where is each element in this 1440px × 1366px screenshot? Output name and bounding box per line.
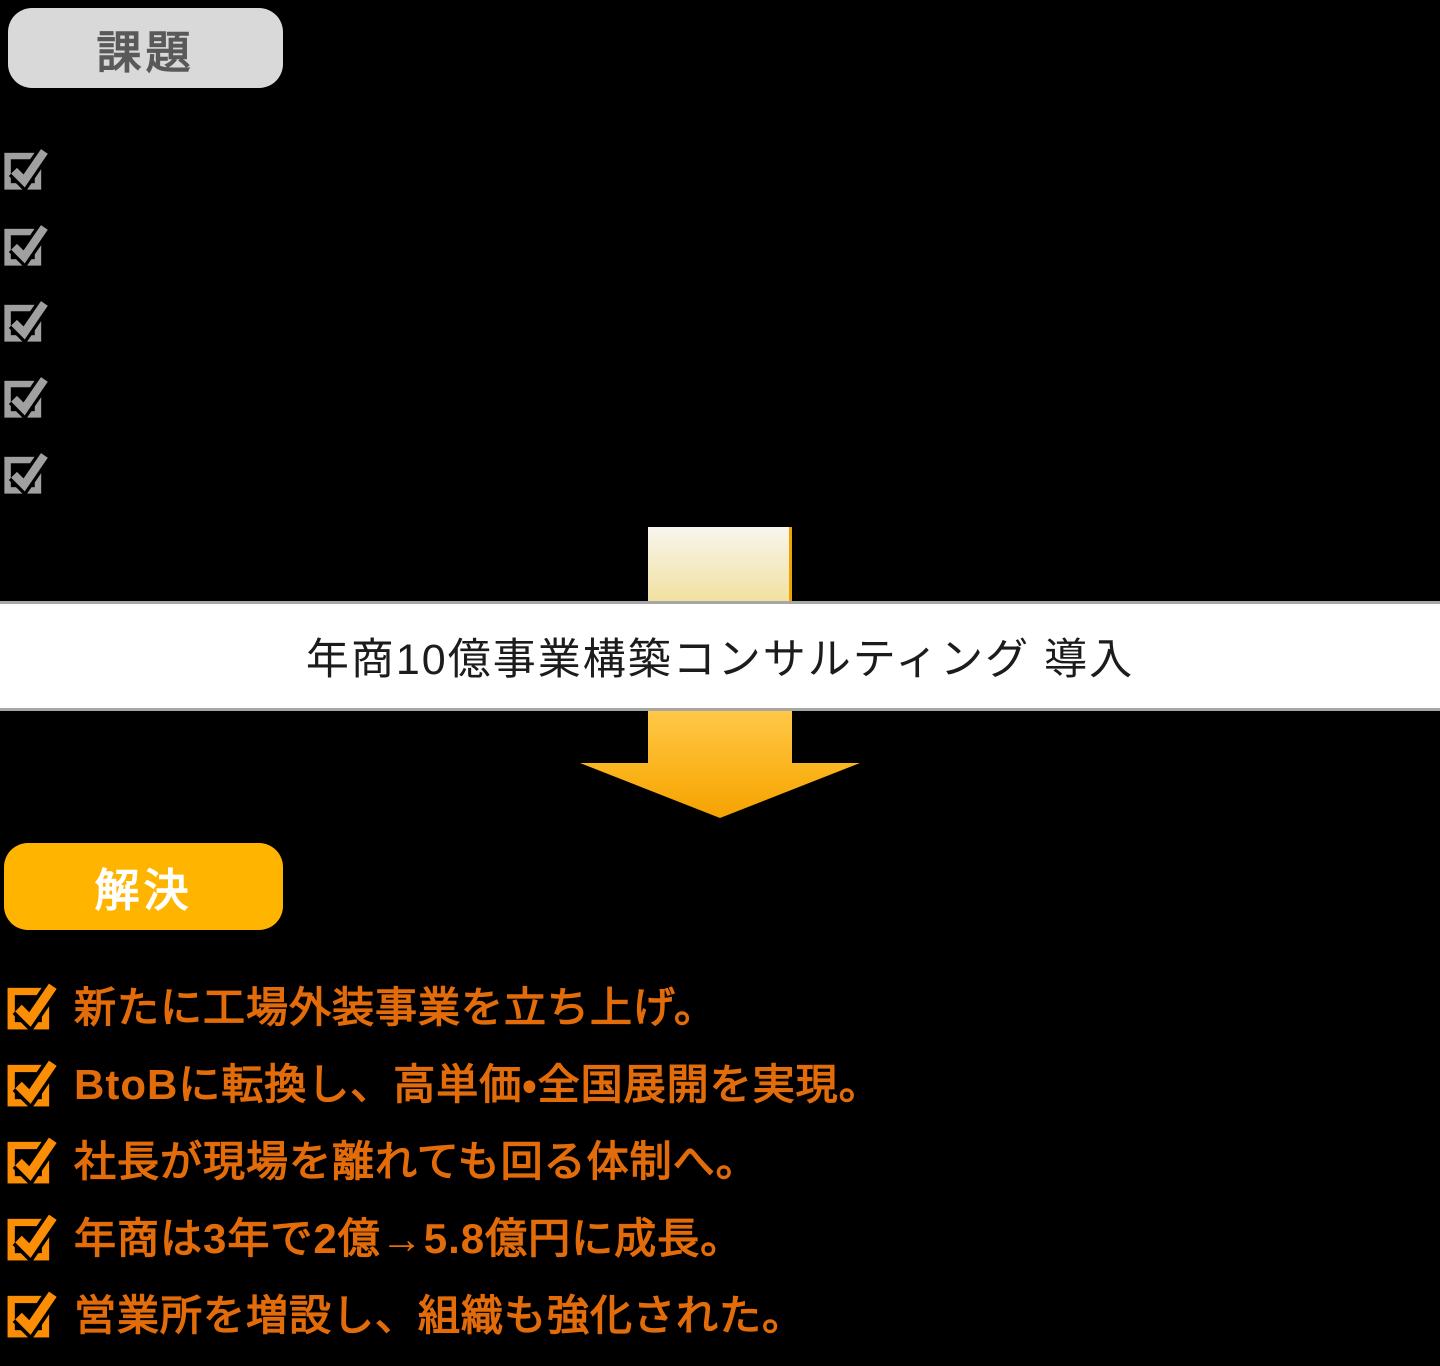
solution-item-text: BtoBに転換し、高単価・全国展開を実現。 bbox=[74, 1061, 882, 1108]
solution-badge: 解決 bbox=[4, 843, 283, 930]
solution-checklist: 新たに工場外装事業を立ち上げ。 BtoBに転換し、高単価・全国展開を実現。 社長… bbox=[6, 966, 882, 1351]
problem-list-item bbox=[3, 206, 49, 282]
solution-list-item: 社長が現場を離れても回る体制へ。 bbox=[6, 1120, 882, 1197]
down-arrow-upper-shaft bbox=[648, 527, 792, 601]
checkbox-checked-icon bbox=[7, 1212, 58, 1264]
solution-item-text: 新たに工場外装事業を立ち上げ。 bbox=[74, 984, 717, 1031]
solution-item-text: 社長が現場を離れても回る体制へ。 bbox=[74, 1138, 759, 1185]
solution-item-text: 営業所を増設し、組織も強化された。 bbox=[74, 1292, 806, 1339]
down-arrow-head bbox=[580, 711, 860, 818]
checkbox-checked-icon bbox=[4, 375, 49, 421]
checkbox-checked-icon bbox=[4, 299, 49, 345]
problem-badge: 課題 bbox=[8, 8, 283, 88]
checkbox-checked-icon bbox=[7, 981, 58, 1033]
checkbox-checked-icon bbox=[7, 1289, 58, 1341]
checkbox-checked-icon bbox=[4, 223, 49, 269]
checkbox-checked-icon bbox=[4, 451, 49, 497]
solution-list-item: 年商は3年で2億→5.8億円に成長。 bbox=[6, 1197, 882, 1274]
problem-list-item bbox=[3, 434, 49, 510]
problem-list-item bbox=[3, 130, 49, 206]
problem-list-item bbox=[3, 358, 49, 434]
solution-badge-label: 解決 bbox=[94, 865, 193, 916]
solution-item-text: 年商は3年で2億→5.8億円に成長。 bbox=[74, 1215, 744, 1262]
problem-list-item bbox=[3, 282, 49, 358]
solution-list-item: BtoBに転換し、高単価・全国展開を実現。 bbox=[6, 1043, 882, 1120]
consulting-banner: 年商10億事業構築コンサルティング 導入 bbox=[0, 601, 1440, 711]
problem-checklist bbox=[3, 130, 49, 510]
checkbox-checked-icon bbox=[7, 1058, 58, 1110]
checkbox-checked-icon bbox=[4, 147, 49, 193]
checkbox-checked-icon bbox=[7, 1135, 58, 1187]
solution-list-item: 営業所を増設し、組織も強化された。 bbox=[6, 1274, 882, 1351]
solution-list-item: 新たに工場外装事業を立ち上げ。 bbox=[6, 966, 882, 1043]
problem-badge-label: 課題 bbox=[96, 26, 195, 78]
consulting-banner-label: 年商10億事業構築コンサルティング 導入 bbox=[305, 636, 1135, 684]
